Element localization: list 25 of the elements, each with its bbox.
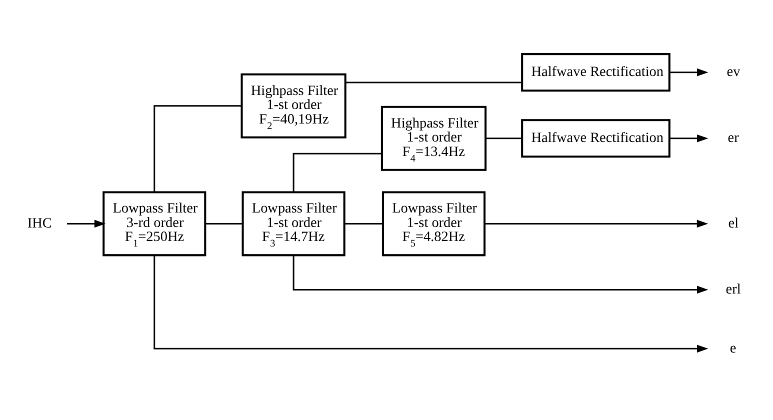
connector: [205, 222, 243, 224]
node-text: IHC: [27, 214, 52, 231]
node-box: Halfwave Rectification: [521, 52, 670, 92]
arrow: [292, 255, 708, 294]
node-text: erl: [726, 280, 741, 297]
connector: [154, 104, 242, 192]
node-text: el: [728, 214, 739, 231]
node-box: Halfwave Rectification: [521, 118, 670, 158]
node-text: ev: [726, 64, 740, 80]
arrow: [67, 219, 106, 228]
node-box: Lowpass Filter 1-st order F$_{5}$=4.82Hz: [382, 190, 486, 256]
node-box: Lowpass Filter 1-st order F$_{3}$=14.7Hz: [242, 190, 346, 256]
node-box: Lowpass Filter 3-rd order F$_{1}$=250Hz: [102, 190, 206, 256]
connector: [292, 152, 382, 192]
node-text: er: [728, 130, 739, 146]
arrow: [484, 219, 708, 228]
connector: [346, 81, 522, 83]
arrow: [154, 254, 708, 352]
arrow: [669, 68, 708, 76]
node-box: Highpass Filter 1-st order F$_{2}$=40,19Hz: [240, 72, 346, 138]
node-text: e: [730, 340, 736, 356]
arrow: [669, 134, 708, 142]
node-box: Highpass Filter 1-st order F$_{4}$=13.4Hz: [380, 105, 487, 170]
connector: [344, 222, 383, 224]
connector: [486, 137, 522, 139]
